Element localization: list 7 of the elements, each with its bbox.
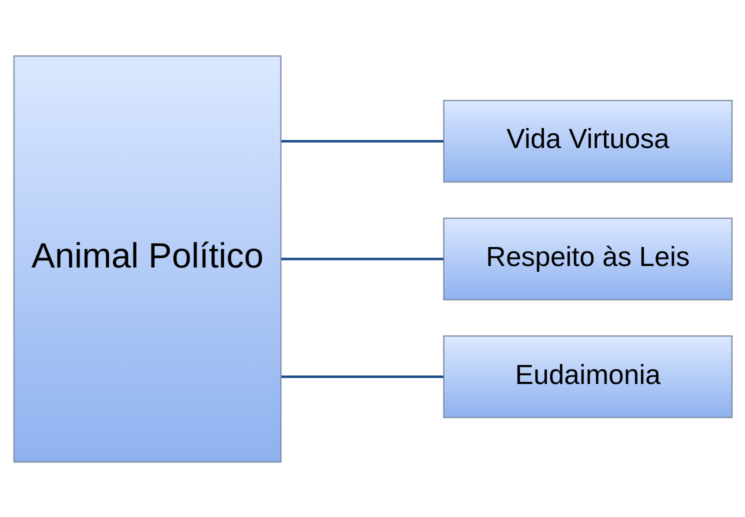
connector — [280, 375, 443, 378]
node-box: Respeito às Leis — [442, 217, 732, 300]
connector — [280, 257, 443, 260]
node-box: Animal Político — [12, 54, 282, 462]
node-box: Vida Virtuosa — [442, 99, 732, 182]
node-box: Eudaimonia — [442, 334, 732, 418]
connector — [280, 139, 443, 142]
